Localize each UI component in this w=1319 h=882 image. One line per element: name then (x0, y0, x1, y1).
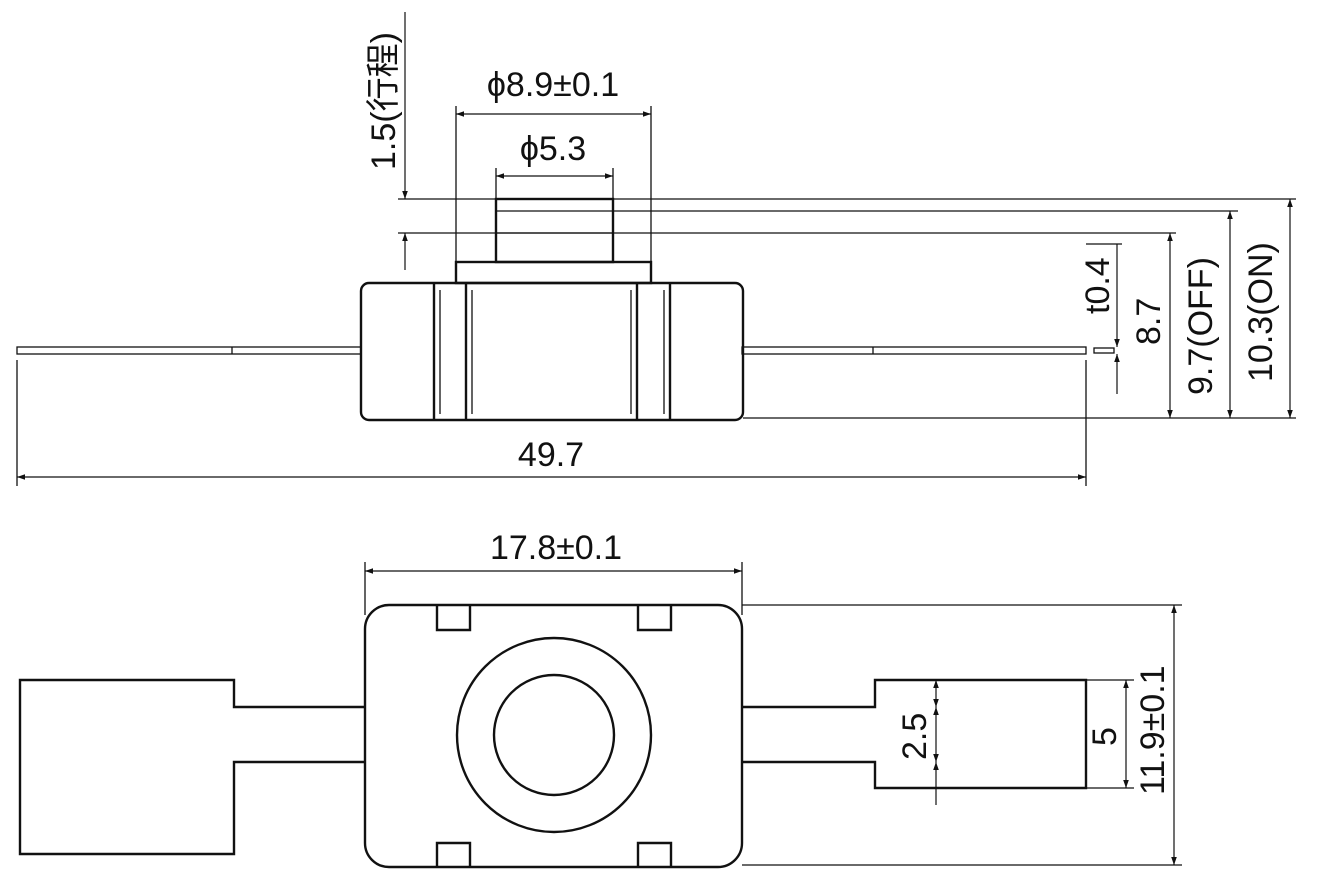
body-height-label: 11.9±0.1 (1134, 665, 1172, 795)
left-terminal-top (18, 678, 365, 856)
cap-outer-diameter-label: ϕ8.9±0.1 (487, 66, 619, 104)
actuator-outer-circle (455, 636, 653, 834)
height-base-label: 8.7 (1130, 298, 1168, 345)
actuator-collar (454, 260, 653, 285)
terminal-thickness-label: t0.4 (1079, 257, 1117, 314)
left-terminal-side (16, 346, 362, 355)
top-view: 17.8±0.1 2.5 5 11.9±0.1 (18, 529, 1182, 869)
height-off-label: 9.7(OFF) (1182, 257, 1220, 395)
cap-inner-diameter-label: ϕ5.3 (520, 130, 586, 168)
right-terminal-top (742, 678, 1088, 790)
terminal-slot-label: 2.5 (896, 713, 934, 760)
overall-length-label: 49.7 (518, 436, 584, 474)
right-terminal-side (741, 346, 1087, 355)
switch-body-side (359, 281, 745, 422)
stroke-label: 1.5(行程) (365, 32, 403, 170)
side-view: 1.5(行程) ϕ8.9±0.1 ϕ5.3 t0.4 8.7 9.7(OFF) … (16, 12, 1296, 486)
height-on-label: 10.3(ON) (1242, 242, 1280, 382)
switch-body-top (363, 603, 744, 869)
body-width-label: 17.8±0.1 (490, 529, 622, 567)
push-cap (494, 197, 615, 264)
terminal-width-label: 5 (1086, 727, 1124, 746)
actuator-inner-circle (492, 673, 616, 797)
